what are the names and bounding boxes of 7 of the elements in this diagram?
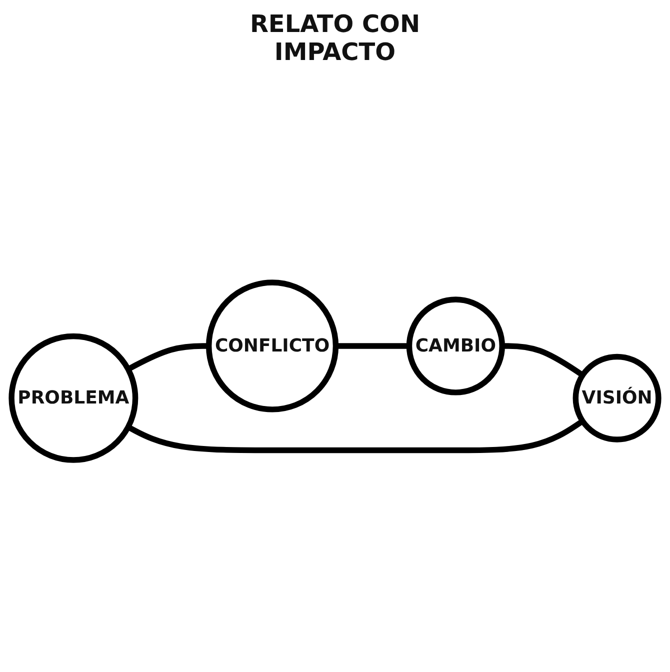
node-circle: CAMBIO	[406, 296, 505, 396]
center-title: RELATO CON IMPACTO	[248, 10, 422, 66]
node-circle: VISIÓN	[572, 354, 662, 442]
node-circle: CONFLICTO	[206, 279, 339, 412]
connector	[502, 342, 584, 378]
node-circle: PROBLEMA	[8, 333, 138, 463]
connector	[126, 418, 584, 453]
